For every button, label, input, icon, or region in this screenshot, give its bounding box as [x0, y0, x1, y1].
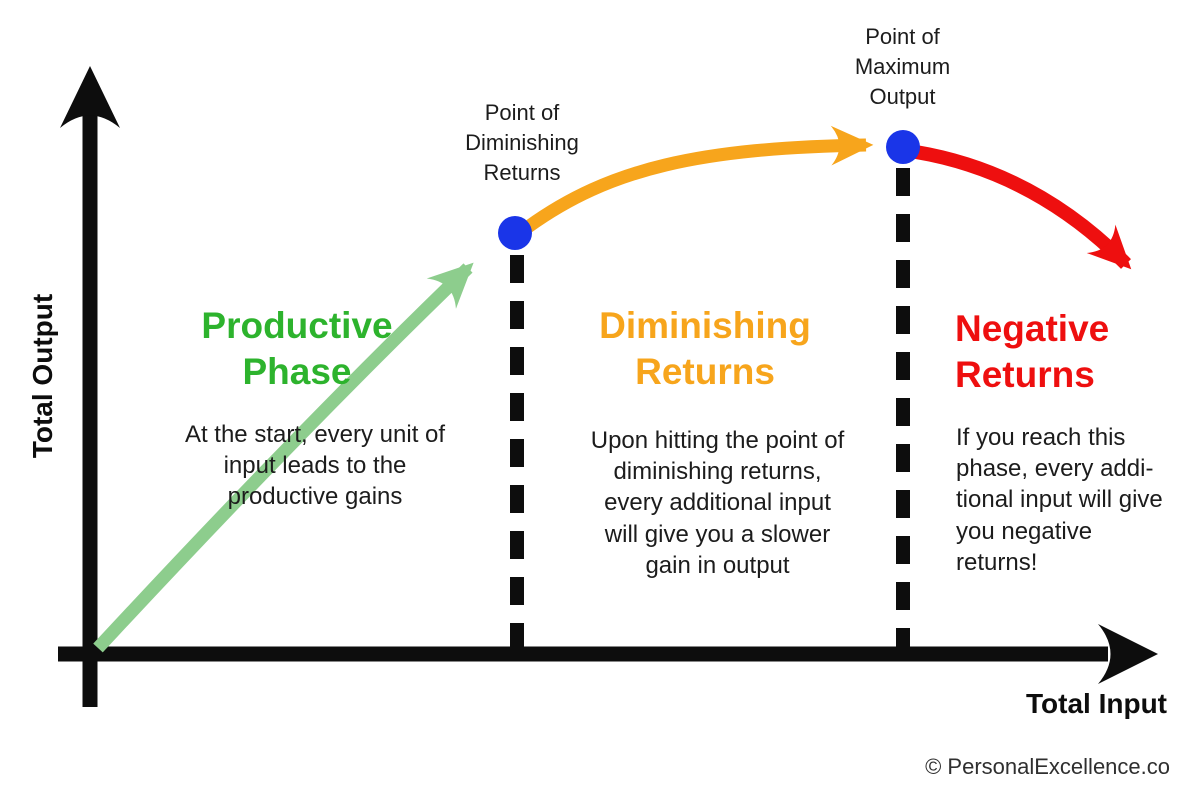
watermark-credit: © PersonalExcellence.co — [925, 754, 1170, 779]
curve-negative-returns — [914, 145, 1132, 270]
label-point-of-maximum-output: Point of Maximum Output — [854, 24, 951, 109]
y-axis-label: Total Output — [27, 293, 58, 459]
dot-point-of-diminishing-returns — [498, 216, 532, 250]
description-negative-returns: If you reach this phase, every addi- tio… — [956, 424, 1163, 576]
description-diminishing-returns: Upon hitting the point of diminishing re… — [590, 427, 845, 579]
heading-diminishing-returns: Diminishing Returns — [599, 305, 811, 392]
x-axis-arrowhead-icon — [1098, 624, 1158, 684]
curve-productive-phase — [93, 262, 474, 653]
y-axis-arrowhead-icon — [60, 66, 120, 128]
heading-negative-returns: Negative Returns — [955, 308, 1110, 395]
heading-productive-phase: Productive Phase — [201, 305, 393, 392]
curve-diminishing-returns — [524, 125, 874, 233]
x-axis-label: Total Input — [1026, 688, 1167, 719]
label-point-of-diminishing-returns: Point of Diminishing Returns — [465, 100, 579, 185]
dot-point-of-maximum-output — [886, 130, 920, 164]
description-productive-phase: At the start, every unit of input leads … — [184, 421, 446, 511]
